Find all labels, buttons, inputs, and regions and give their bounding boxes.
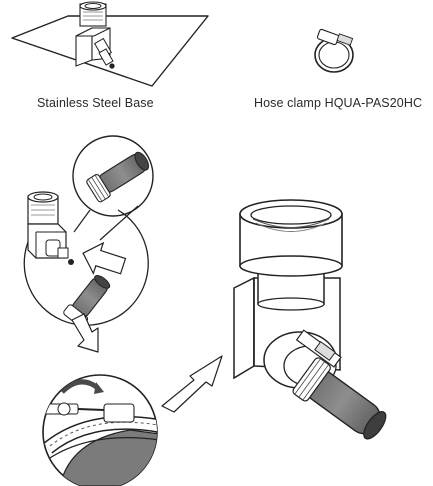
step-arrow xyxy=(161,355,223,413)
hose-clamp-illustration xyxy=(314,28,354,73)
step-arrow xyxy=(71,313,99,353)
assembled-base-with-hose xyxy=(233,199,387,440)
base-caption: Stainless Steel Base xyxy=(37,96,154,110)
clamp-caption: Hose clamp HQUA-PAS20HC xyxy=(254,96,423,110)
zoom-callout-hose-end xyxy=(72,135,154,241)
hose-insertion-step xyxy=(23,191,149,328)
stainless-steel-base-illustration xyxy=(11,1,209,87)
clamp-tightening-callout xyxy=(42,374,158,486)
